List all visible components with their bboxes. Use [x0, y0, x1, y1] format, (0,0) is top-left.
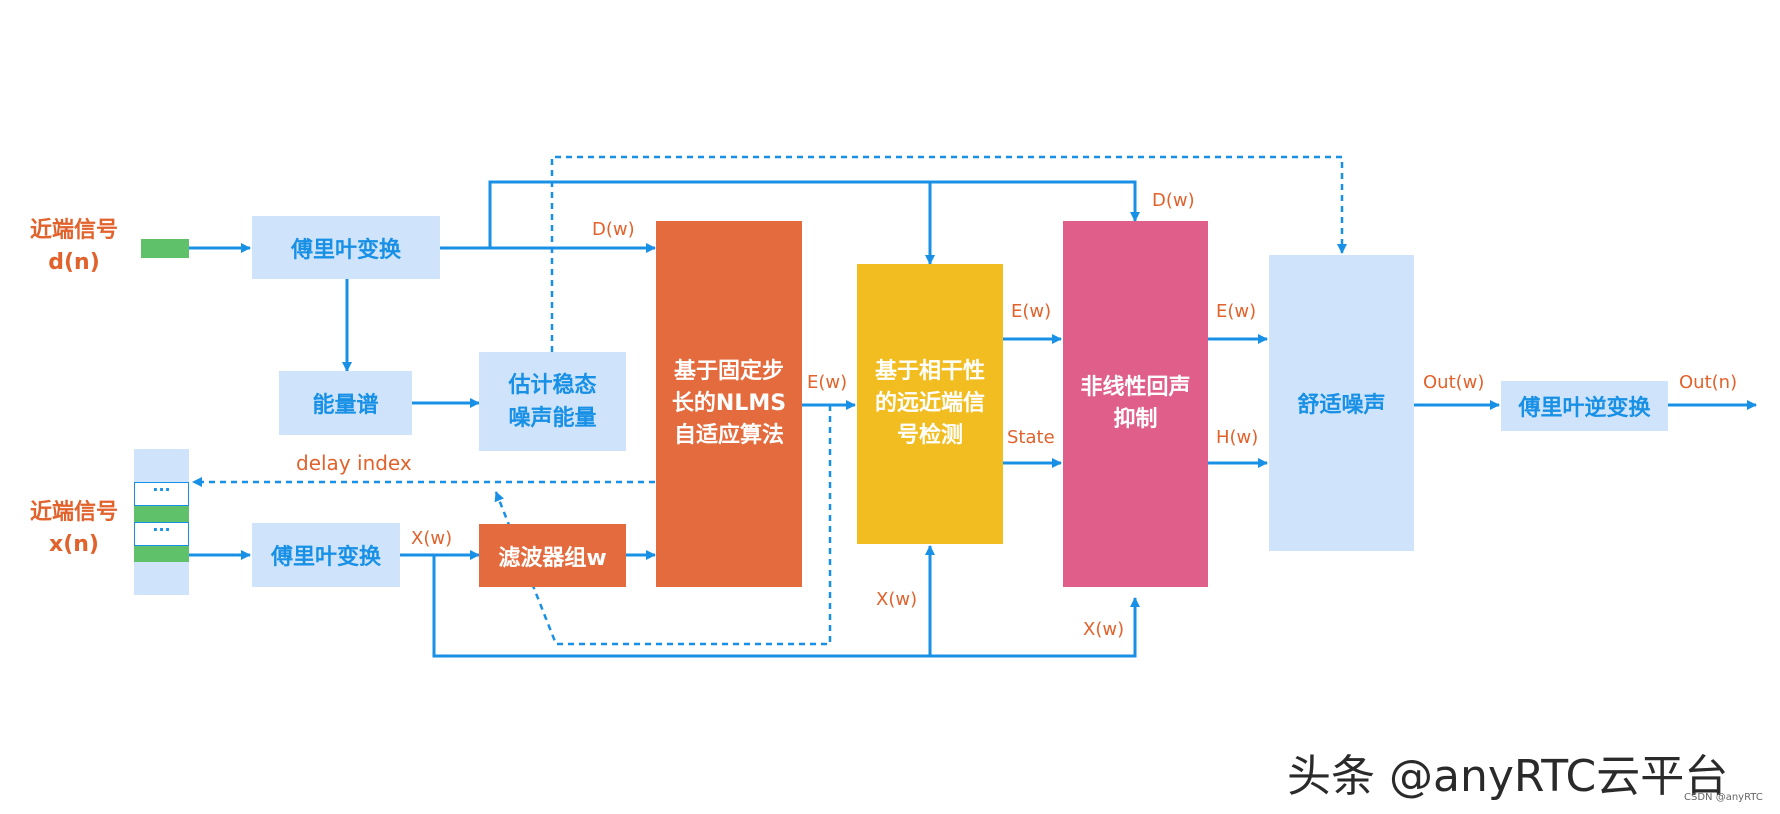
nonlinear-echo-suppression-block: 非线性回声 抑制 [1063, 221, 1208, 587]
fft-block-near: 傅里叶变换 [252, 216, 440, 279]
label-xw-coherence: X(w) [876, 589, 918, 610]
label-out-w: Out(w) [1423, 372, 1485, 393]
nlms-block: 基于固定步 长的NLMS 自适应算法 [656, 221, 802, 587]
filter-bank-block: 滤波器组w [479, 524, 626, 587]
label-dw-nlms: D(w) [592, 219, 635, 240]
fft-block-far: 傅里叶变换 [252, 523, 400, 587]
label-hw: H(w) [1216, 427, 1259, 448]
label-xw-nlp: X(w) [1083, 619, 1125, 640]
label-ew-nlms-out: E(w) [807, 372, 848, 393]
watermark-toutiao: 头条 @anyRTC云平台 [1287, 751, 1729, 802]
label-ew-coherence-out: E(w) [1011, 301, 1052, 322]
label-xw-fft-out: X(w) [411, 528, 453, 549]
arrow-xw-bus [432, 555, 1140, 658]
far-signal-label: 近端信号 x(n) [29, 500, 118, 557]
buffer-cell-1: ··· [134, 482, 189, 506]
buffer-cell-green-2 [134, 546, 189, 562]
buffer-cell-2: ··· [134, 522, 189, 546]
label-out-n: Out(n) [1679, 372, 1738, 393]
watermark-csdn: CSDN @anyRTC [1684, 792, 1763, 803]
near-signal-label: 近端信号 d(n) [29, 218, 118, 275]
noise-estimate-block: 估计稳态 噪声能量 [479, 352, 626, 451]
label-delay-index: delay index [296, 451, 412, 475]
ifft-block: 傅里叶逆变换 [1501, 381, 1668, 431]
arrow-dw-branch [488, 180, 1140, 248]
buffer-cell-green-1 [134, 506, 189, 522]
comfort-noise-block: 舒适噪声 [1269, 255, 1414, 551]
coherence-detection-block: 基于相干性 的远近端信 号检测 [857, 264, 1003, 544]
label-state: State [1007, 427, 1055, 448]
near-input-bar [141, 239, 189, 258]
label-dw-nlp: D(w) [1152, 190, 1195, 211]
label-ew-nlp-out: E(w) [1216, 301, 1257, 322]
power-spectrum-block: 能量谱 [279, 371, 412, 435]
